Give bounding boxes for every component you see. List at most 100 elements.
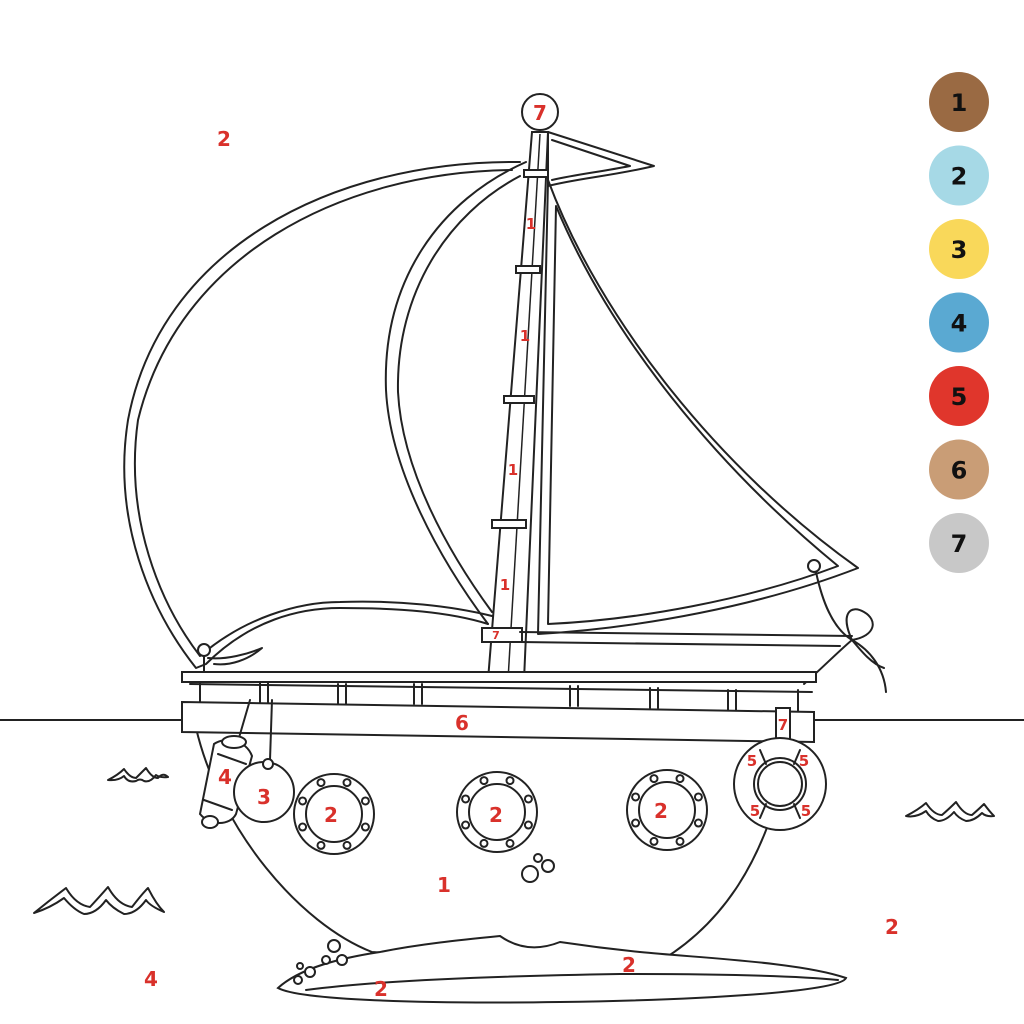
- region-number-porthole-middle: 2: [489, 803, 503, 827]
- palette-swatch-number: 5: [951, 383, 968, 411]
- region-number-mast-4: 1: [500, 576, 510, 594]
- mast-cleat-2: [515, 265, 541, 274]
- region-number-lifebuoy-tl: 5: [747, 752, 757, 770]
- blue-buoy-cap: [221, 735, 247, 749]
- foam-bubble-2: [541, 859, 555, 873]
- region-number-blue-buoy: 4: [218, 765, 232, 789]
- palette-swatch-2[interactable]: 2: [929, 145, 989, 206]
- porthole-bolt: [479, 776, 489, 786]
- region-number-sky-right: 2: [885, 915, 899, 939]
- boom: [519, 631, 853, 647]
- blue-buoy-bottom: [201, 815, 219, 829]
- region-number-foam-bottom: 2: [374, 977, 388, 1001]
- palette-swatch-circle[interactable]: [929, 366, 989, 426]
- porthole-bolt: [523, 794, 533, 804]
- palette-swatch-number: 7: [951, 530, 968, 558]
- palette-swatch-3[interactable]: 3: [929, 219, 989, 279]
- porthole-right: [626, 769, 708, 851]
- region-number-mast-band: 7: [492, 629, 500, 642]
- region-number-lifebuoy-br: 5: [801, 802, 811, 820]
- porthole-bolt: [631, 792, 641, 802]
- region-number-mast-1: 1: [526, 215, 536, 233]
- porthole-bolt: [461, 794, 471, 804]
- porthole-bolt: [693, 792, 703, 802]
- main-sail-outer: [123, 160, 521, 669]
- foam-bubble-5: [336, 954, 348, 966]
- palette-swatch-number: 2: [951, 163, 968, 191]
- palette-swatch-circle[interactable]: [929, 292, 989, 353]
- middle-sail: [384, 161, 527, 625]
- palette-swatch-7[interactable]: 7: [929, 513, 989, 573]
- foam-bubble-6: [321, 955, 331, 965]
- region-number-mast-3: 1: [508, 461, 518, 479]
- palette-swatch-4[interactable]: 4: [929, 292, 989, 353]
- porthole-bolt: [342, 840, 352, 850]
- porthole-bolt: [675, 836, 685, 846]
- porthole-bolts: [298, 774, 703, 850]
- region-number-sea-left: 4: [144, 967, 158, 991]
- deck-rail-top: [181, 671, 817, 683]
- palette-swatch-number: 3: [951, 236, 968, 264]
- porthole-bolt: [675, 774, 685, 784]
- region-number-foam-right: 2: [622, 953, 636, 977]
- porthole-bolt: [505, 838, 515, 848]
- palette-swatch-number: 6: [951, 457, 968, 485]
- bow-splash-inner: [305, 973, 839, 991]
- yellow-buoy-ring: [262, 758, 274, 770]
- mast-flag: [547, 131, 655, 187]
- porthole-bolt: [316, 778, 326, 788]
- region-number-sky: 2: [217, 127, 231, 151]
- jib-sail: [537, 179, 859, 635]
- palette-swatch-circle[interactable]: [929, 145, 989, 206]
- region-number-deck: 6: [455, 711, 469, 735]
- main-sail-inner: [134, 169, 513, 657]
- porthole-bolt: [649, 774, 659, 784]
- porthole-bolt: [523, 820, 533, 830]
- region-number-yellow-buoy: 3: [257, 785, 271, 809]
- porthole-middle: [456, 771, 538, 853]
- porthole-bolt: [342, 778, 352, 788]
- region-number-lifebuoy-bl: 5: [750, 802, 760, 820]
- blue-buoy-bands: [203, 753, 247, 811]
- color-palette: 1 2 3 4 5 6 7: [929, 72, 989, 573]
- porthole-bolt: [505, 776, 515, 786]
- foam-bubble-7: [304, 966, 316, 978]
- palette-swatch-circle[interactable]: [929, 219, 989, 279]
- deck-rail-posts: [199, 681, 799, 713]
- left-rope-post: [197, 643, 211, 657]
- porthole-bolt: [693, 818, 703, 828]
- porthole-bolt: [316, 840, 326, 850]
- region-number-porthole-right: 2: [654, 799, 668, 823]
- palette-swatch-1[interactable]: 1: [929, 72, 989, 132]
- deck-plank: [181, 700, 815, 744]
- palette-swatch-circle[interactable]: [929, 439, 989, 500]
- mast-top-ball: [521, 93, 559, 131]
- mast-cleat-1: [523, 169, 549, 178]
- porthole-bolt: [298, 796, 308, 806]
- palette-swatch-circle[interactable]: [929, 72, 989, 132]
- region-number-mast-2: 1: [520, 327, 530, 345]
- region-number-lifebuoy-tr: 5: [799, 752, 809, 770]
- palette-swatch-6[interactable]: 6: [929, 439, 989, 500]
- region-number-rail-post: 7: [778, 716, 788, 734]
- porthole-bolt: [360, 822, 370, 832]
- porthole-bolt: [631, 818, 641, 828]
- porthole-bolt: [461, 820, 471, 830]
- deck-rail-mid: [189, 683, 813, 693]
- mast-cleat-3: [503, 395, 535, 404]
- palette-swatch-number: 1: [951, 89, 968, 117]
- palette-swatch-circle[interactable]: [929, 513, 989, 573]
- foam-bubble-8: [293, 975, 303, 985]
- foam-bubble-3: [533, 853, 543, 863]
- porthole-bolt: [298, 822, 308, 832]
- wave-left-small: [107, 767, 169, 783]
- porthole-left: [293, 773, 375, 855]
- porthole-bolt: [479, 838, 489, 848]
- wave-left-large: [33, 886, 165, 915]
- mast-shade: [507, 133, 541, 681]
- palette-swatch-5[interactable]: 5: [929, 366, 989, 426]
- foam-bubble-9: [296, 962, 304, 970]
- foam-bubble-1: [521, 865, 539, 883]
- mast-band: [481, 627, 523, 643]
